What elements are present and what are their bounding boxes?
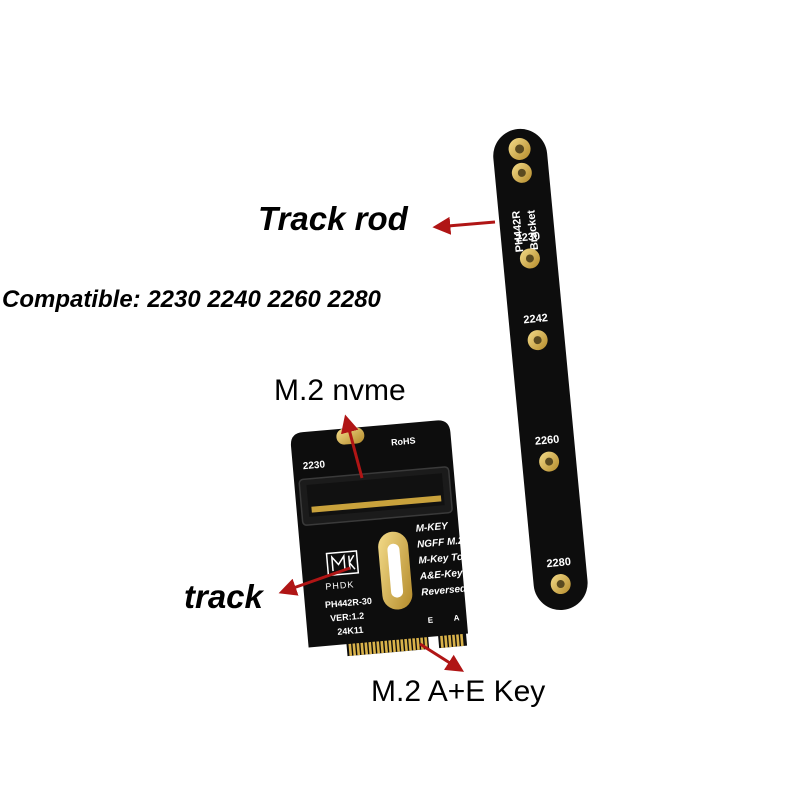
adapter-board: 2230 RoHS PHDK PH442R-30 VER:1.2 24K11 M… bbox=[290, 420, 469, 657]
board-desc-line: M-Key To bbox=[418, 552, 463, 567]
label-track: track bbox=[184, 578, 263, 615]
label-m2-ae-key: M.2 A+E Key bbox=[371, 675, 546, 708]
arrow-track bbox=[278, 566, 351, 596]
board-desc-line: M-KEY bbox=[415, 521, 449, 535]
edge-connector-fingers bbox=[348, 634, 464, 656]
board-version: VER:1.2 bbox=[330, 611, 365, 624]
bracket-position-2230: 2230 bbox=[515, 230, 541, 244]
bracket-model-text: PH442R bbox=[510, 210, 526, 253]
bracket-position-2242: 2242 bbox=[523, 312, 549, 326]
label-m2-nvme: M.2 nvme bbox=[274, 374, 406, 407]
board-rohs: RoHS bbox=[391, 435, 416, 447]
bracket-body bbox=[493, 128, 588, 611]
board-brand: PHDK bbox=[325, 579, 355, 591]
bracket-name-text: Bracket bbox=[525, 209, 541, 251]
label-compatible: Compatible: 2230 2240 2260 2280 bbox=[2, 286, 381, 313]
arrow-m2-ae-key bbox=[419, 642, 465, 672]
brand-logo bbox=[325, 550, 360, 577]
board-size-label: 2230 bbox=[302, 459, 326, 472]
board-desc-line: Reversed bbox=[421, 583, 468, 598]
pin-letter-e: E bbox=[427, 615, 434, 624]
board-desc-line: A&E-Key bbox=[418, 568, 463, 583]
socket-pins bbox=[311, 495, 442, 513]
label-track-rod: Track rod bbox=[258, 200, 408, 237]
bracket-position-2280: 2280 bbox=[546, 556, 572, 570]
pin-letter-a: A bbox=[453, 613, 460, 622]
arrow-m2-nvme bbox=[341, 414, 364, 479]
board-model: PH442R-30 bbox=[325, 596, 373, 610]
board-desc-line: NGFF M.2 bbox=[417, 536, 465, 551]
board-date-code: 24K11 bbox=[337, 625, 364, 637]
bracket-position-2260: 2260 bbox=[534, 434, 560, 448]
track-rod-bracket: PH442R Bracket 2230 2242 2260 2280 bbox=[493, 128, 588, 611]
arrow-track-rod bbox=[432, 216, 496, 235]
